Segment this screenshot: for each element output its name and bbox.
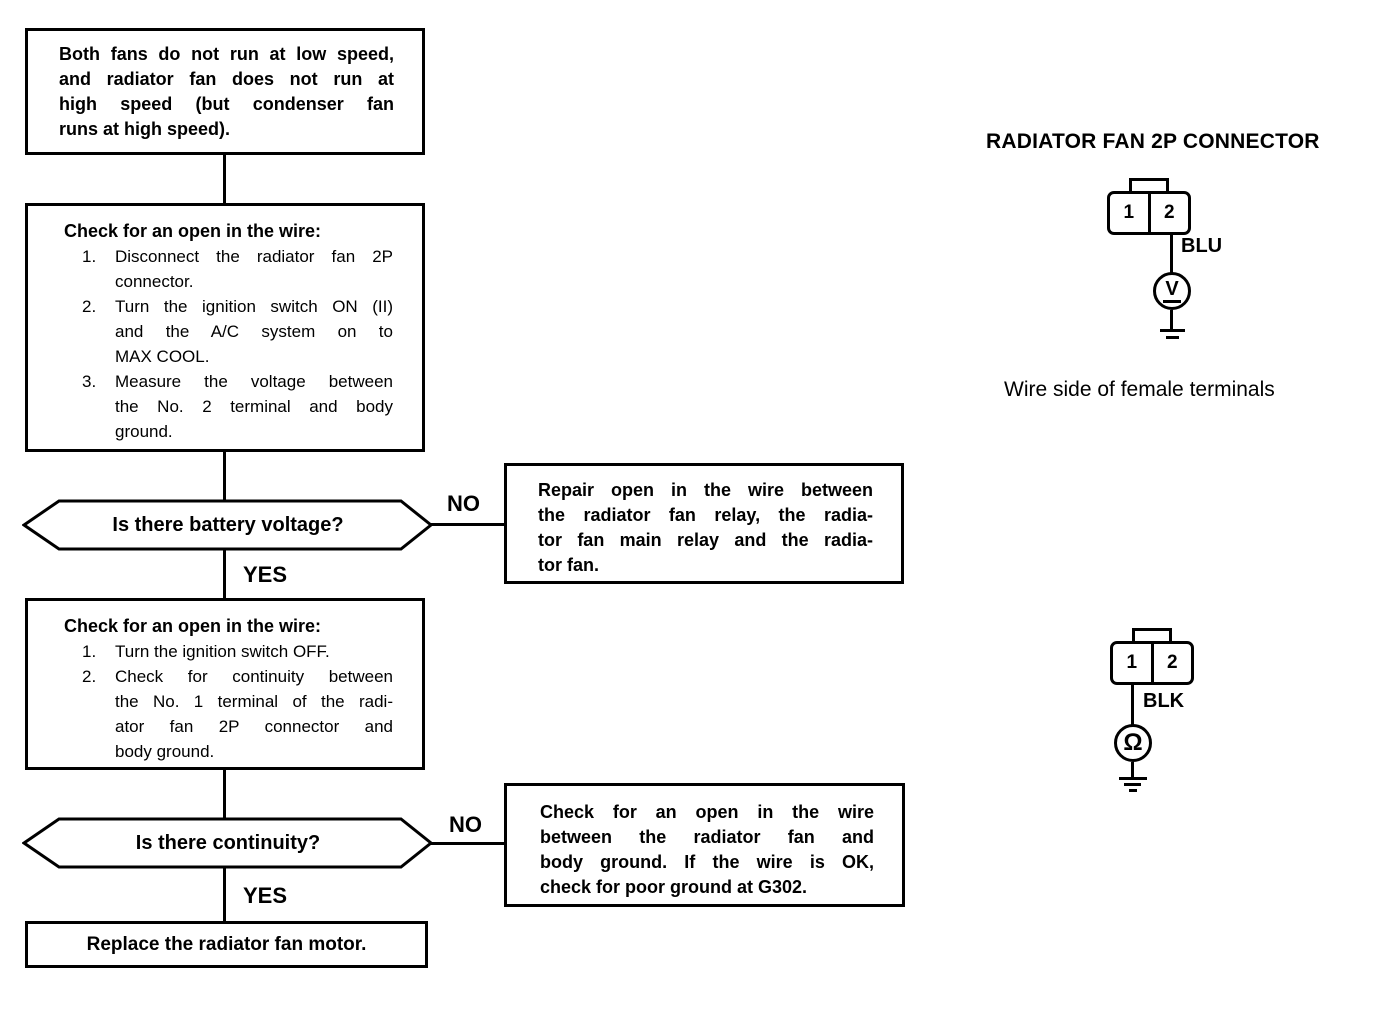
- ohmmeter-symbol: Ω: [1123, 729, 1143, 756]
- flow-line: [223, 770, 226, 820]
- step-item: 1. Disconnect the radiator fan 2P connec…: [82, 244, 393, 294]
- step-line: Turn the ignition switch OFF.: [115, 642, 330, 661]
- wire-line: [1170, 310, 1173, 330]
- flow-line: [223, 549, 226, 598]
- radiator-fan-2p-connector-voltage: 1 2: [1107, 191, 1191, 235]
- symptom-line: and radiator fan does not run at: [59, 69, 394, 89]
- step-number: 2.: [82, 297, 97, 316]
- flow-line: [223, 866, 226, 922]
- ground-icon: [1129, 789, 1137, 792]
- yes-label: YES: [243, 562, 288, 587]
- ground-icon: [1166, 336, 1179, 339]
- step-line: Disconnect the radiator fan 2P: [115, 247, 393, 266]
- terminal-2: 2: [1163, 202, 1175, 223]
- voltmeter-icon: V: [1153, 272, 1191, 310]
- voltmeter-symbol: V: [1163, 279, 1181, 303]
- flow-line: [223, 155, 226, 203]
- step-line: ator fan 2P connector and: [115, 717, 393, 736]
- symptom-box: Both fans do not run at low speed, and r…: [25, 28, 425, 155]
- decision-battery-voltage: Is there battery voltage?: [112, 513, 344, 536]
- check-voltage-box: Check for an open in the wire: 1. Discon…: [25, 203, 425, 452]
- connector-panel-title: RADIATOR FAN 2P CONNECTOR: [986, 130, 1320, 153]
- terminal-1: 1: [1110, 194, 1151, 232]
- decision-continuity: Is there continuity?: [135, 831, 321, 854]
- repair-line: tor fan.: [538, 555, 599, 575]
- replace-fan-motor-text: Replace the radiator fan motor.: [86, 933, 367, 955]
- step-number: 1.: [82, 642, 97, 661]
- check-ground-wire-box: Check for an open in the wire between th…: [504, 783, 905, 907]
- step-line: Turn the ignition switch ON (II): [115, 297, 393, 316]
- step-item: 3. Measure the voltage between the No. 2…: [82, 369, 393, 444]
- radiator-fan-2p-connector-continuity: 1 2: [1110, 641, 1194, 685]
- step-line: MAX COOL.: [115, 347, 210, 366]
- wire-line: [1170, 235, 1173, 273]
- wire-color-label: BLU: [1181, 235, 1223, 257]
- wire-color-label: BLK: [1143, 690, 1185, 712]
- flow-line: [223, 452, 226, 502]
- no-branch-line: [430, 842, 505, 845]
- check-ground-line: Check for an open in the wire: [540, 802, 874, 822]
- terminal-1: 1: [1113, 644, 1154, 682]
- step-number: 2.: [82, 667, 97, 686]
- check-ground-line: between the radiator fan and: [540, 827, 874, 847]
- step-line: and the A/C system on to: [115, 322, 393, 341]
- terminal-2: 2: [1166, 652, 1178, 673]
- repair-line: the radiator fan relay, the radia-: [538, 505, 873, 525]
- ohmmeter-icon: Ω: [1114, 724, 1152, 762]
- symptom-line: high speed (but condenser fan: [59, 94, 394, 114]
- wire-line: [1131, 685, 1134, 725]
- ground-icon: [1160, 329, 1185, 332]
- step-item: 1. Turn the ignition switch OFF.: [82, 639, 393, 664]
- step-item: 2. Turn the ignition switch ON (II) and …: [82, 294, 393, 369]
- step-line: the No. 1 terminal of the radi-: [115, 692, 393, 711]
- no-branch-line: [430, 523, 505, 526]
- check-ground-line: check for poor ground at G302.: [540, 877, 808, 897]
- box-header: Check for an open in the wire:: [64, 221, 322, 241]
- box-header: Check for an open in the wire:: [64, 616, 322, 636]
- repair-line: tor fan main relay and the radia-: [538, 530, 873, 550]
- repair-line: Repair open in the wire between: [538, 480, 873, 500]
- ground-icon: [1124, 783, 1141, 786]
- step-number: 3.: [82, 372, 97, 391]
- step-item: 2. Check for continuity between the No. …: [82, 664, 393, 764]
- step-line: Check for continuity between: [115, 667, 393, 686]
- yes-label: YES: [243, 883, 288, 908]
- wire-line: [1131, 762, 1134, 778]
- replace-fan-motor-box: Replace the radiator fan motor.: [25, 921, 428, 968]
- check-continuity-box: Check for an open in the wire: 1. Turn t…: [25, 598, 425, 770]
- wire-side-caption: Wire side of female terminals: [1004, 378, 1275, 401]
- check-ground-line: body ground. If the wire is OK,: [540, 852, 874, 872]
- symptom-line: Both fans do not run at low speed,: [59, 44, 394, 64]
- ground-icon: [1119, 777, 1147, 780]
- step-line: the No. 2 terminal and body: [115, 397, 393, 416]
- step-line: ground.: [115, 422, 173, 441]
- repair-open-wire-box: Repair open in the wire between the radi…: [504, 463, 904, 584]
- no-label: NO: [447, 491, 480, 516]
- symptom-line: runs at high speed).: [59, 119, 231, 139]
- step-line: connector.: [115, 272, 194, 291]
- step-line: body ground.: [115, 742, 215, 761]
- no-label: NO: [449, 812, 482, 837]
- step-line: Measure the voltage between: [115, 372, 393, 391]
- step-number: 1.: [82, 247, 97, 266]
